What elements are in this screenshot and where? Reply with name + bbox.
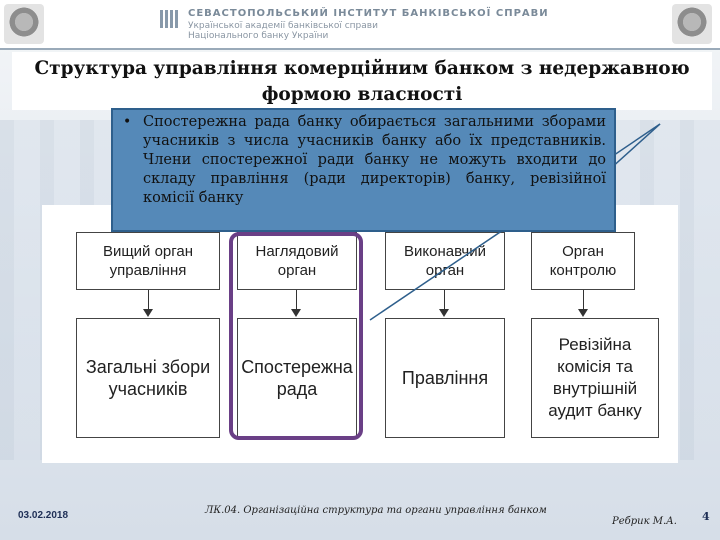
bullet-marker: • xyxy=(123,114,132,130)
org-box-management-board: Правління xyxy=(385,318,505,438)
title-band xyxy=(12,52,712,110)
org-box-supervisory-body: Наглядовий орган xyxy=(237,232,357,290)
footer-author: Ребрик М.А. xyxy=(612,516,677,527)
header-academy-name: Української академії банківської справи xyxy=(188,21,378,31)
slide-number: 4 xyxy=(702,510,710,523)
arrow-down-icon xyxy=(143,309,153,317)
connector-line xyxy=(583,290,584,310)
arrow-down-icon xyxy=(439,309,449,317)
header-institute-name: СЕВАСТОПОЛЬСЬКИЙ ІНСТИТУТ БАНКІВСЬКОЇ СП… xyxy=(188,8,549,19)
header-bank-name: Національного банку України xyxy=(188,31,329,41)
header-divider xyxy=(0,48,720,50)
slide-header: СЕВАСТОПОЛЬСЬКИЙ ІНСТИТУТ БАНКІВСЬКОЇ СП… xyxy=(0,0,720,50)
org-box-audit-commission: Ревізійна комісія та внутрішній аудит ба… xyxy=(531,318,659,438)
arrow-down-icon xyxy=(578,309,588,317)
connector-line xyxy=(148,290,149,310)
org-box-supreme-body: Вищий орган управління xyxy=(76,232,220,290)
callout-text: Спостережна рада банку обирається загаль… xyxy=(143,114,606,206)
arrow-down-icon xyxy=(291,309,301,317)
footer-date: 03.02.2018 xyxy=(18,510,69,521)
org-box-control-body: Орган контролю xyxy=(531,232,635,290)
org-box-general-meeting: Загальні збори учасників xyxy=(76,318,220,438)
institute-logo-icon xyxy=(160,10,180,28)
org-box-supervisory-board: Спостережна рада xyxy=(237,318,357,438)
connector-line xyxy=(444,290,445,310)
institute-crest-icon xyxy=(4,4,44,44)
coat-of-arms-icon xyxy=(672,4,712,44)
callout-note: • Спостережна рада банку обирається зага… xyxy=(111,108,616,232)
supervisory-highlight-frame xyxy=(229,232,363,440)
connector-line xyxy=(296,290,297,310)
slide-title: Структура управління комерційним банком … xyxy=(34,58,690,105)
footer-lecture-title: ЛК.04. Організаційна структура та органи… xyxy=(205,505,547,516)
